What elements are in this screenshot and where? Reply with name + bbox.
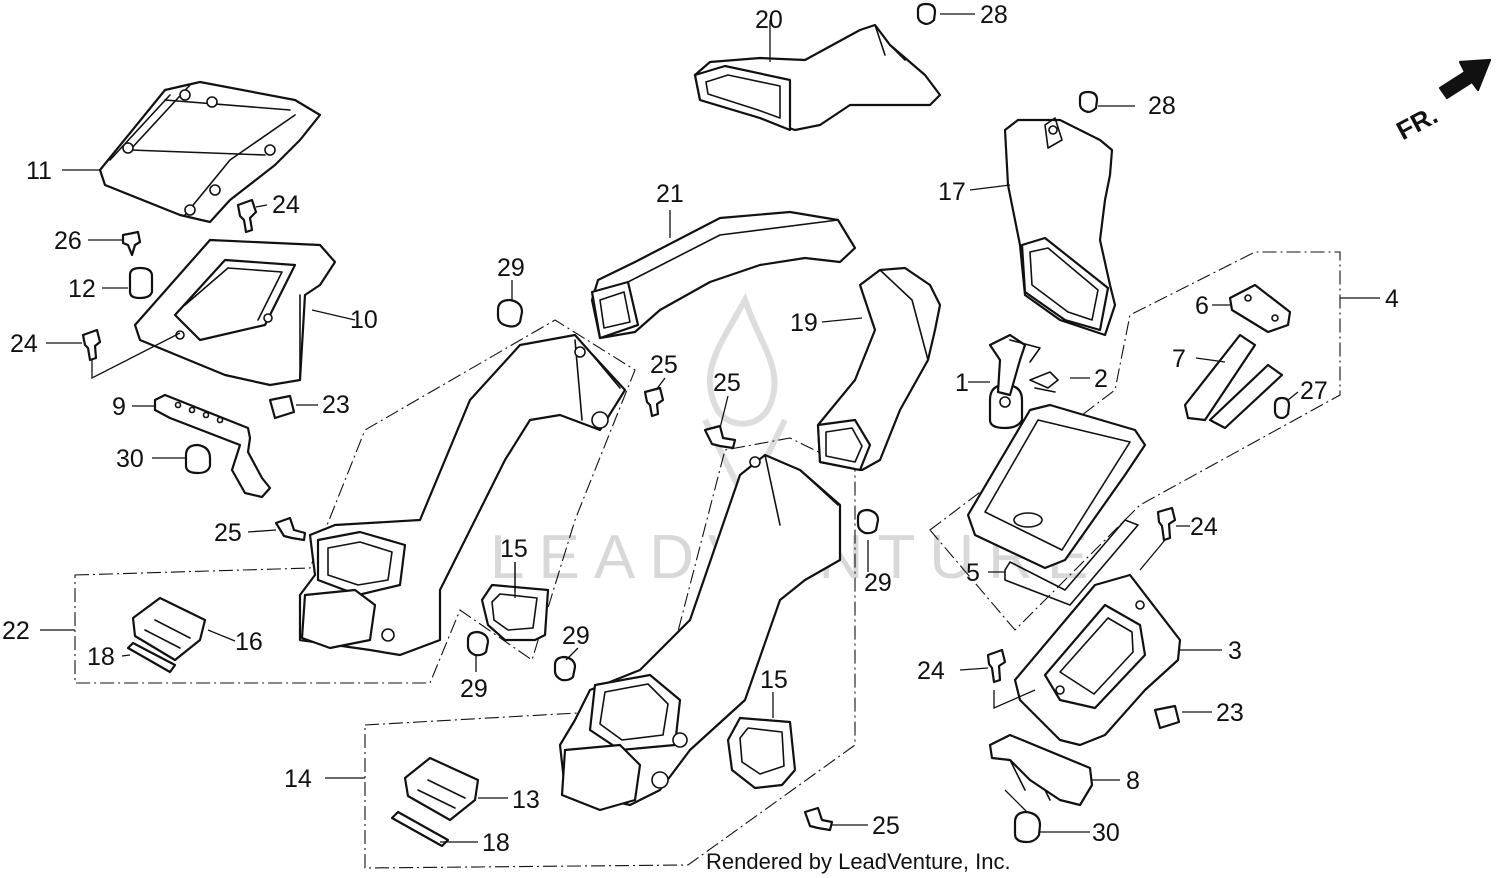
part-24-bolt-right-a [1156, 506, 1177, 542]
callout-8: 8 [1126, 767, 1140, 795]
callout-29: 29 [864, 569, 892, 597]
part-29-nut-a [496, 298, 524, 328]
callout-26: 26 [54, 227, 82, 255]
front-direction-arrow: FR. [1391, 58, 1492, 146]
part-16-plate [131, 596, 207, 662]
callout-4: 4 [1385, 285, 1399, 313]
part-29-nut-b [466, 630, 490, 657]
part-20-duct [693, 23, 942, 132]
callout-24: 24 [272, 191, 300, 219]
part-19-duct [816, 266, 942, 472]
callout-16: 16 [235, 628, 263, 656]
callout-23: 23 [322, 391, 350, 419]
callout-3: 3 [1228, 637, 1242, 665]
callout-28: 28 [980, 1, 1008, 29]
callout-22: 22 [2, 617, 30, 645]
callout-1: 1 [955, 369, 969, 397]
callout-24: 24 [917, 657, 945, 685]
part-24-bolt-upper-left [236, 198, 258, 234]
callout-15: 15 [500, 535, 528, 563]
part-24-bolt-left [81, 328, 102, 362]
callout-24: 24 [10, 330, 38, 358]
callout-23: 23 [1216, 699, 1244, 727]
part-7-hinge-arm [1183, 333, 1284, 430]
part-8-bracket [988, 733, 1094, 807]
part-22-duct [298, 333, 627, 657]
part-1-ignition-switch [988, 333, 1041, 430]
part-30-nut-right [1013, 810, 1042, 844]
callout-30: 30 [116, 445, 144, 473]
callout-13: 13 [512, 786, 540, 814]
part-15-seal-left [480, 583, 550, 642]
callout-14: 14 [284, 765, 312, 793]
part-17-duct [1003, 117, 1117, 337]
part-30-nut-left [184, 443, 212, 475]
callout-27: 27 [1300, 377, 1328, 405]
callout-20: 20 [755, 6, 783, 34]
part-25-bolt-center-a [643, 386, 665, 418]
part-25-bolt-center-b [703, 424, 737, 450]
part-12-grommet [128, 266, 154, 300]
leader-lines [40, 13, 1380, 843]
callout-12: 12 [68, 275, 96, 303]
callout-25: 25 [650, 351, 678, 379]
callout-30: 30 [1092, 819, 1120, 847]
render-credit: Rendered by LeadVenture, Inc. [706, 849, 1011, 874]
callout-18: 18 [87, 643, 115, 671]
callout-10: 10 [350, 306, 378, 334]
part-18-rod-bottom [390, 810, 450, 848]
part-21-tube [590, 210, 857, 340]
part-26-screw [121, 230, 142, 257]
part-28-bolt-b [1078, 90, 1099, 114]
part-4-lid [966, 403, 1147, 570]
part-29-nut-d [856, 508, 880, 535]
callout-29: 29 [497, 254, 525, 282]
part-14-duct [558, 453, 842, 812]
part-3-box [1013, 573, 1182, 747]
callout-19: 19 [790, 309, 818, 337]
part-11-cover [98, 80, 322, 224]
part-23-clip-left [268, 394, 296, 420]
part-10-tray [133, 238, 337, 387]
part-15-seal-right [726, 716, 797, 790]
callout-25: 25 [872, 812, 900, 840]
part-24-bolt-right-b [986, 648, 1007, 684]
part-25-bolt-bottom [803, 806, 834, 832]
part-25-bolt-left [274, 516, 307, 542]
part-27-screw [1273, 396, 1291, 420]
callout-2: 2 [1094, 365, 1108, 393]
part-23-clip-right [1153, 704, 1181, 730]
callout-6: 6 [1195, 292, 1209, 320]
callout-21: 21 [656, 180, 684, 208]
part-29-nut-c [553, 655, 577, 682]
callout-18: 18 [482, 829, 510, 857]
callout-7: 7 [1172, 345, 1186, 373]
callout-24: 24 [1190, 513, 1218, 541]
callout-29: 29 [562, 622, 590, 650]
callout-15: 15 [760, 666, 788, 694]
front-direction-label: FR. [1391, 100, 1442, 146]
part-2-clip [1029, 371, 1059, 393]
group-boundary-22 [74, 319, 636, 684]
part-9-bracket [153, 393, 272, 499]
callout-25: 25 [214, 519, 242, 547]
callout-29: 29 [460, 675, 488, 703]
callout-17: 17 [938, 178, 966, 206]
group-boundary-4 [929, 251, 1341, 631]
part-6-hinge [1228, 283, 1292, 334]
part-28-bolt-a [916, 2, 937, 26]
part-5-gasket [1004, 519, 1139, 606]
callout-labels: 11 26 12 24 24 10 23 9 30 25 22 15 16 18… [2, 1, 1399, 857]
callout-25: 25 [713, 369, 741, 397]
callout-5: 5 [966, 559, 980, 587]
part-18-rod-left [126, 641, 177, 674]
callout-9: 9 [112, 393, 126, 421]
part-13-plate [403, 756, 480, 822]
callout-28: 28 [1148, 92, 1176, 120]
callout-11: 11 [26, 157, 52, 185]
